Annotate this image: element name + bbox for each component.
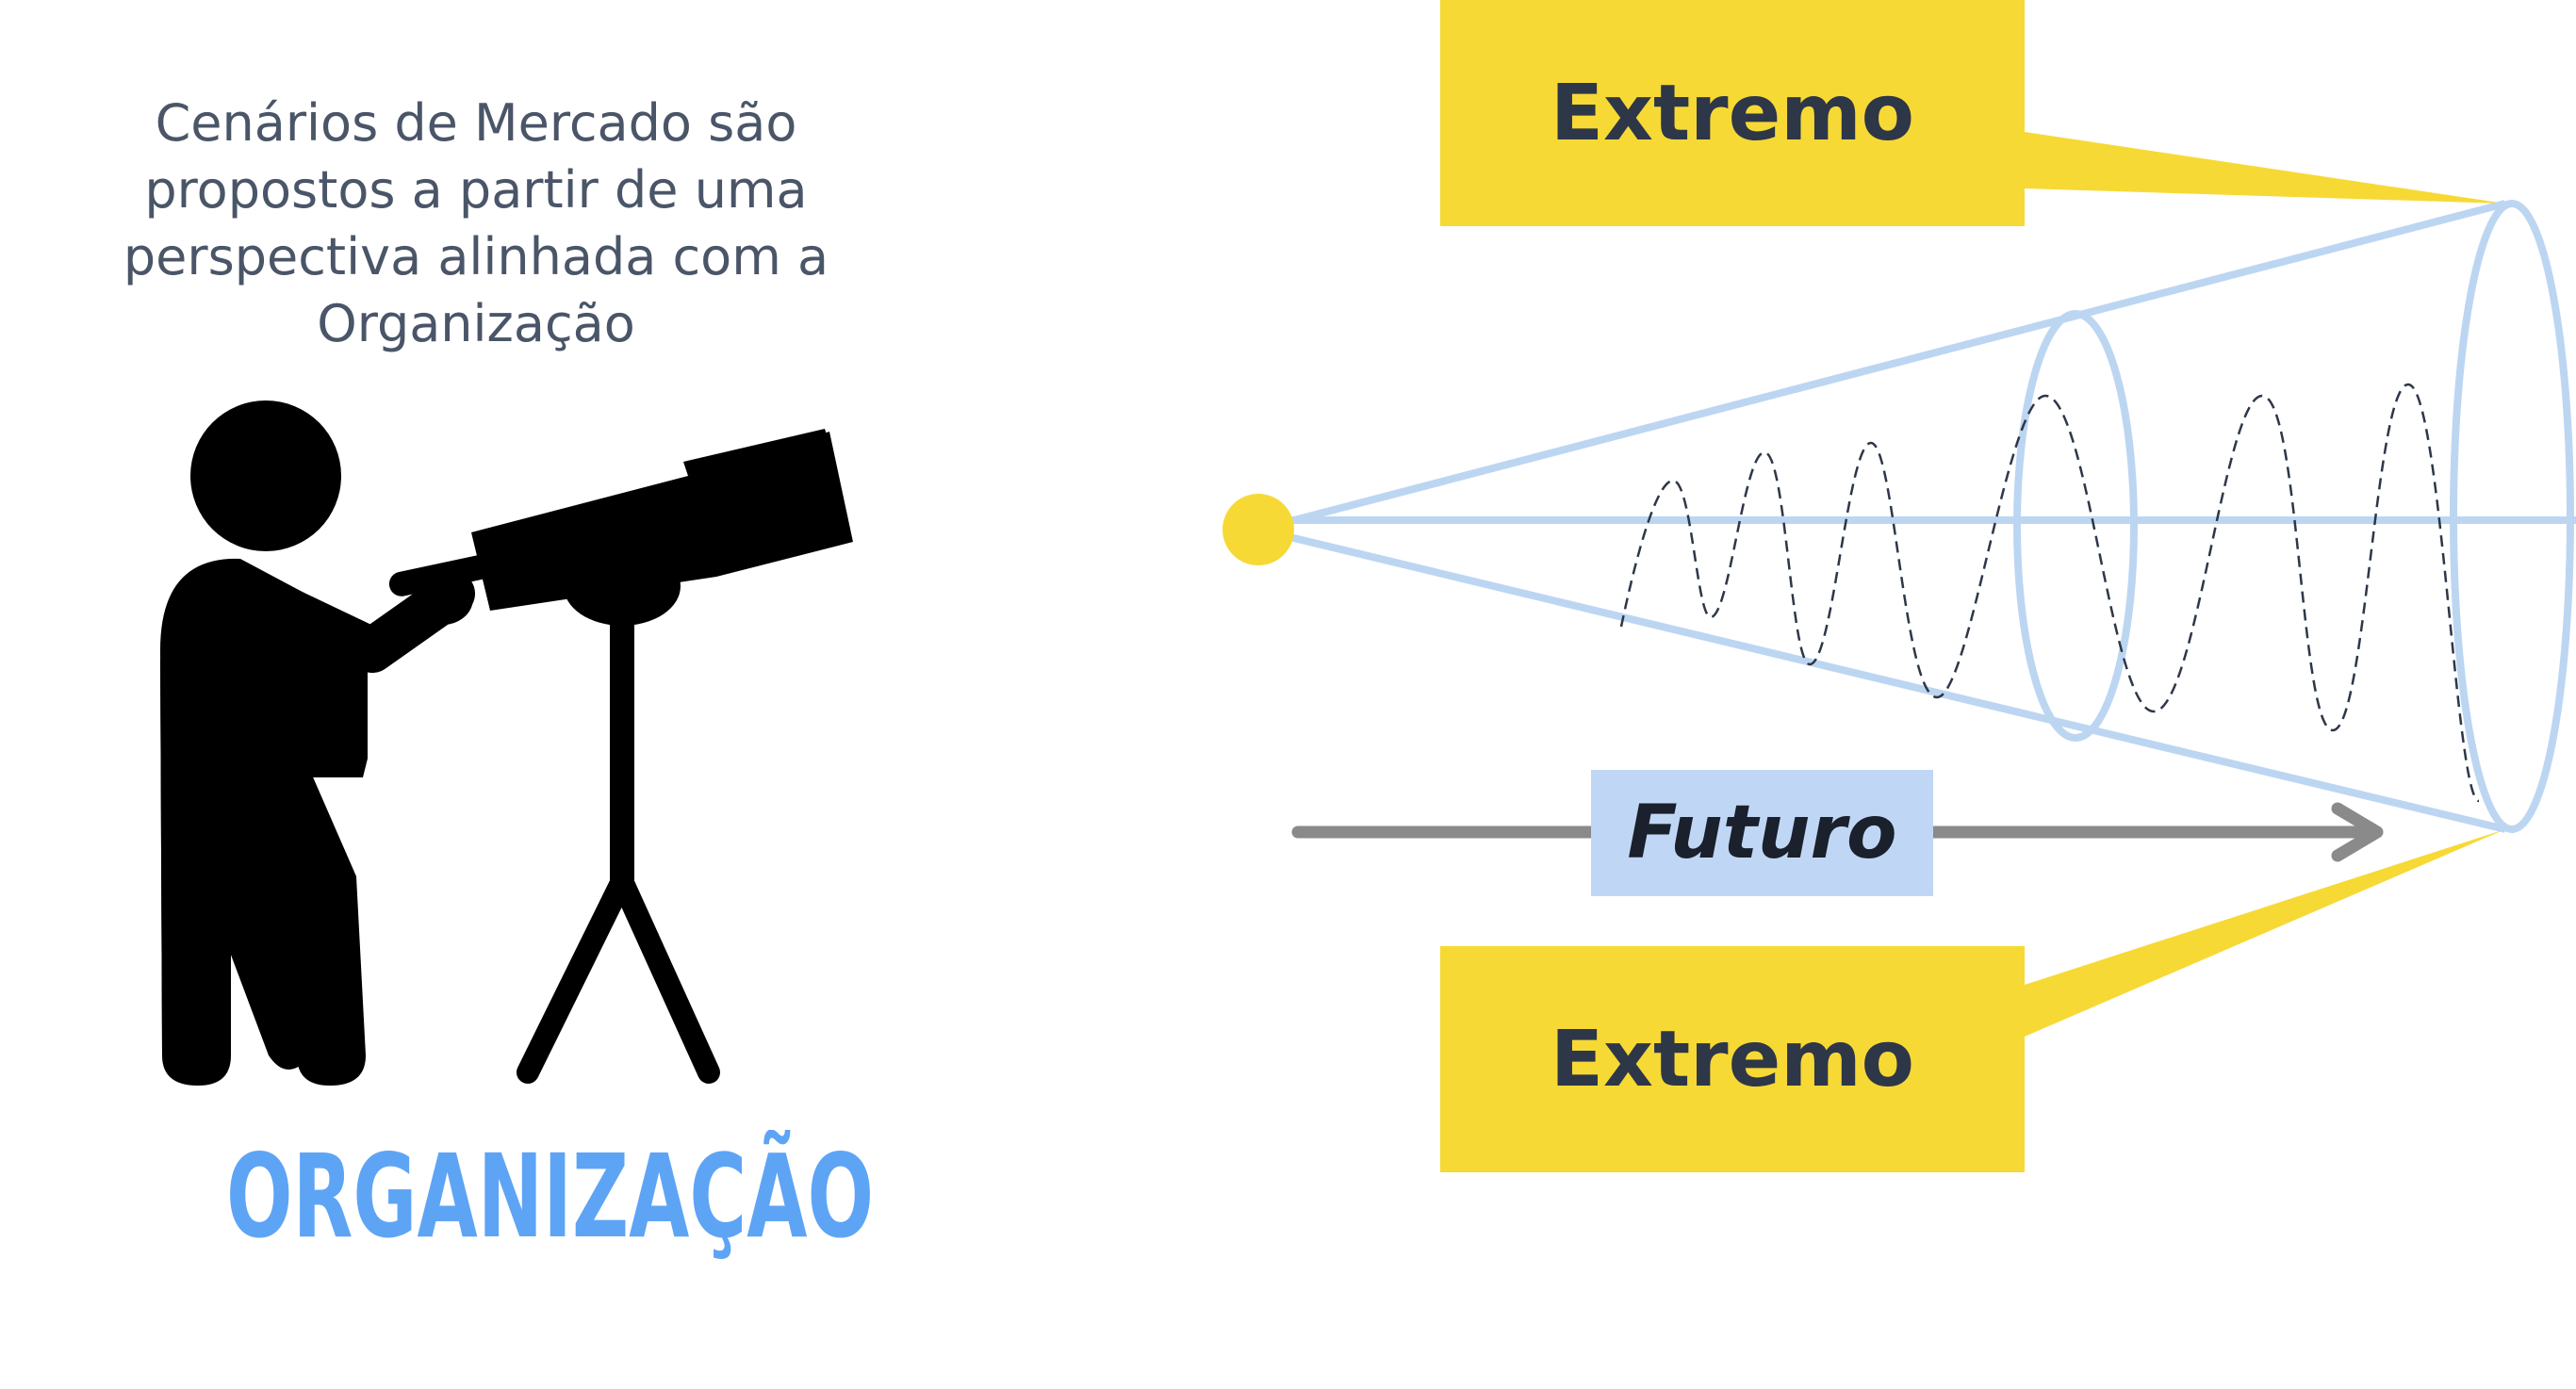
telescope-tube xyxy=(471,432,853,611)
intro-text: Cenários de Mercado são propostos a part… xyxy=(123,93,829,353)
cone-end-ring xyxy=(2450,200,2574,833)
cone-lower-edge xyxy=(1257,526,2506,833)
callout-bottom-pointer xyxy=(2025,829,2505,1037)
origin-dot xyxy=(1222,494,1294,565)
callout-top-extremo: Extremo xyxy=(1440,0,2025,226)
callout-top-pointer xyxy=(2025,132,2505,204)
scenario-wave xyxy=(1619,383,2480,803)
future-label: Futuro xyxy=(1591,770,1933,896)
callout-top-label: Extremo xyxy=(1551,68,1914,158)
callout-bottom-extremo: Extremo xyxy=(1440,946,2025,1172)
person-head xyxy=(190,400,341,551)
callout-bottom-label: Extremo xyxy=(1551,1014,1914,1104)
cone-upper-edge xyxy=(1256,200,2507,533)
cone-middle-ring xyxy=(2013,310,2138,742)
